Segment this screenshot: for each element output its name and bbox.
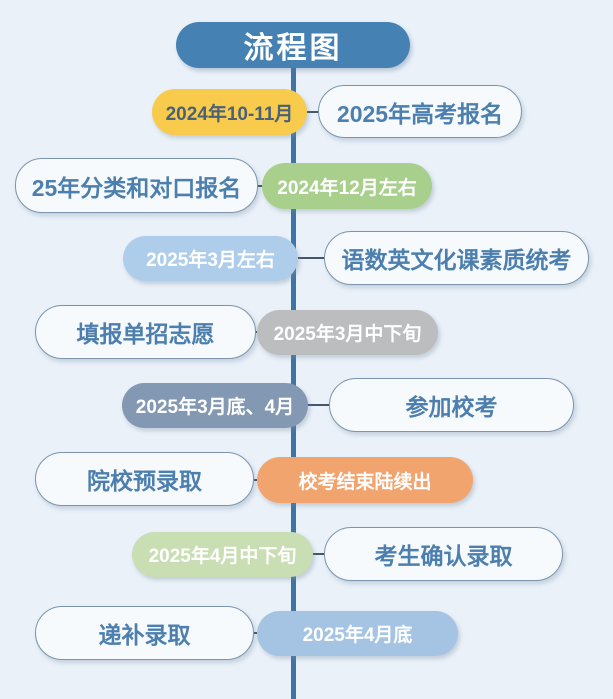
event-bubble-3: 语数英文化课素质统考 xyxy=(324,231,589,285)
event-bubble-2: 25年分类和对口报名 xyxy=(15,158,258,213)
page-title: 流程图 xyxy=(176,22,410,68)
connector-line-5 xyxy=(300,404,340,406)
connector-line-6 xyxy=(244,479,268,481)
event-bubble-7: 考生确认录取 xyxy=(324,527,563,581)
date-pill-5: 2025年3月底、4月 xyxy=(122,383,308,428)
event-bubble-8: 递补录取 xyxy=(35,606,254,660)
date-pill-3: 2025年3月左右 xyxy=(123,236,298,281)
timeline-line xyxy=(291,45,296,699)
connector-line-1 xyxy=(296,111,328,113)
event-bubble-6: 院校预录取 xyxy=(35,452,254,506)
connector-line-4 xyxy=(244,331,268,333)
date-pill-4: 2025年3月中下旬 xyxy=(257,310,438,355)
connector-line-8 xyxy=(244,632,268,634)
connector-line-7 xyxy=(303,553,335,555)
date-pill-2: 2024年12月左右 xyxy=(262,163,432,209)
date-pill-6: 校考结束陆续出 xyxy=(257,457,473,503)
date-pill-1: 2024年10-11月 xyxy=(152,89,307,135)
date-pill-8: 2025年4月底 xyxy=(257,611,458,656)
connector-line-3 xyxy=(290,257,334,259)
connector-line-2 xyxy=(246,185,272,187)
event-bubble-4: 填报单招志愿 xyxy=(35,305,256,359)
event-bubble-5: 参加校考 xyxy=(329,378,574,432)
event-bubble-1: 2025年高考报名 xyxy=(318,85,522,138)
date-pill-7: 2025年4月中下旬 xyxy=(132,532,313,577)
